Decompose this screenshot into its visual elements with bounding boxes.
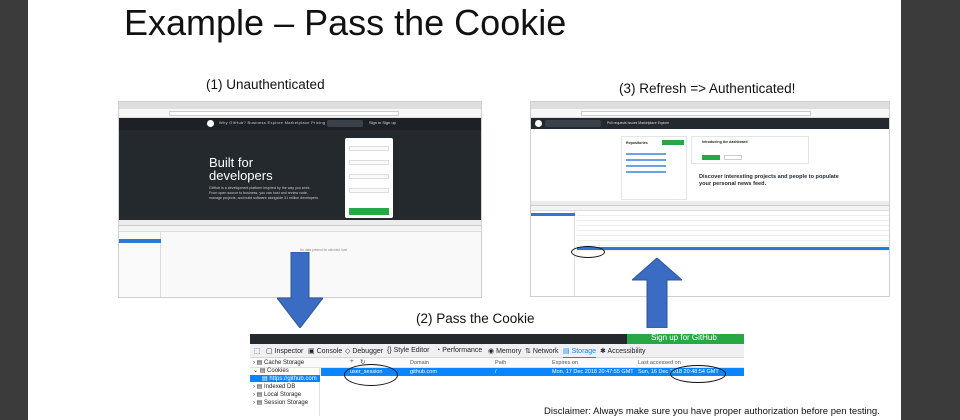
github-nav-links: Why GitHub? Business Explore Marketplace…	[219, 120, 326, 125]
column-domain[interactable]: Domain	[410, 360, 429, 366]
tool-network[interactable]: ⇅ Network	[525, 348, 559, 355]
signup-banner: Sign up for GitHub	[627, 334, 744, 344]
github-logo-icon	[207, 120, 214, 127]
viewer-right-rail	[901, 0, 960, 420]
github-hero	[119, 118, 481, 220]
caption-step1: (1) Unauthenticated	[206, 77, 325, 92]
slide: Example – Pass the Cookie (1) Unauthenti…	[28, 0, 901, 420]
tree-session-storage[interactable]: › ▤ Session Storage	[253, 400, 309, 406]
tool-style-editor[interactable]: {} Style Editor	[387, 347, 430, 354]
highlight-oval-name	[344, 364, 398, 386]
repositories-heading: Repositories	[626, 141, 648, 145]
tree-cache-storage[interactable]: › ▤ Cache Storage	[253, 360, 305, 366]
column-expires[interactable]: Expires on	[552, 360, 578, 366]
browser-address-bar	[119, 109, 481, 118]
hero-title: Built for developers	[209, 155, 273, 183]
empty-cookie-message: No data present for selected host	[300, 248, 347, 252]
tool-memory[interactable]: ◉ Memory	[488, 348, 522, 355]
repositories-panel: Repositories	[621, 136, 687, 200]
caption-step3: (3) Refresh => Authenticated!	[619, 81, 796, 96]
tool-storage[interactable]: ▤ Storage	[563, 348, 597, 359]
intro-title: Introducing the dashboard	[702, 140, 748, 144]
arrow-up-icon	[632, 258, 682, 328]
dashboard-intro: Introducing the dashboard	[691, 136, 809, 164]
github-nav: Why GitHub? Business Explore Marketplace…	[119, 118, 481, 130]
browser-tab-bar	[531, 102, 889, 109]
devtools-storage-crop: Sign up for GitHub ⬚ ▢ Inspector ▣ Conso…	[250, 334, 744, 416]
arrow-down-icon	[277, 252, 323, 328]
highlight-oval-value	[670, 365, 726, 383]
column-path[interactable]: Path	[495, 360, 507, 366]
tree-local-storage[interactable]: › ▤ Local Storage	[253, 392, 302, 398]
refresh-icon[interactable]: ↻	[360, 359, 366, 366]
github-search	[545, 120, 601, 127]
caption-step2: (2) Pass the Cookie	[416, 311, 535, 326]
slide-title: Example – Pass the Cookie	[124, 2, 567, 43]
tree-indexed-db[interactable]: › ▤ Indexed DB	[253, 384, 296, 390]
signup-form	[345, 138, 393, 218]
tool-console[interactable]: ▣ Console	[308, 348, 343, 355]
add-item-icon[interactable]: +	[350, 358, 354, 365]
signup-button	[349, 208, 389, 215]
devtools-toolbar: ⬚ ▢ Inspector ▣ Console ◇ Debugger {} St…	[250, 344, 744, 359]
browser-address-bar	[531, 109, 889, 118]
storage-tree: › ▤ Cache Storage ⌄ ▤ Cookies ▤ https://…	[250, 360, 320, 416]
storage-subtoolbar: + ↻	[250, 358, 744, 368]
tool-debugger[interactable]: ◇ Debugger	[345, 348, 384, 355]
discover-text: Discover interesting projects and people…	[699, 174, 839, 187]
picker-icon[interactable]: ⬚	[254, 348, 261, 355]
tool-performance[interactable]: ◔ Performance	[436, 347, 483, 354]
hero-text: GitHub is a development platform inspire…	[209, 186, 319, 200]
cookie-path: /	[495, 369, 497, 375]
github-logo-icon	[535, 120, 542, 127]
browser-tab-bar	[119, 102, 481, 109]
highlight-oval	[571, 246, 605, 258]
screenshot-authenticated: Pull requests Issues Marketplace Explore…	[530, 101, 890, 297]
github-search	[327, 120, 363, 127]
disclaimer: Disclaimer: Always make sure you have pr…	[544, 406, 880, 417]
github-sign-links: Sign in Sign up	[369, 120, 396, 125]
tool-inspector[interactable]: ▢ Inspector	[266, 348, 304, 355]
tree-cookies[interactable]: ⌄ ▤ Cookies	[253, 368, 289, 374]
github-nav-links: Pull requests Issues Marketplace Explore	[607, 121, 670, 125]
tool-accessibility[interactable]: ✱ Accessibility	[600, 348, 646, 355]
cookie-expires: Mon, 17 Dec 2018 20:47:55 GMT	[552, 369, 634, 375]
tree-cookies-github[interactable]: ▤ https://github.com	[250, 375, 320, 382]
cookie-domain: github.com	[410, 369, 437, 375]
column-last-accessed[interactable]: Last accessed on	[638, 360, 681, 366]
github-nav: Pull requests Issues Marketplace Explore	[531, 118, 889, 129]
